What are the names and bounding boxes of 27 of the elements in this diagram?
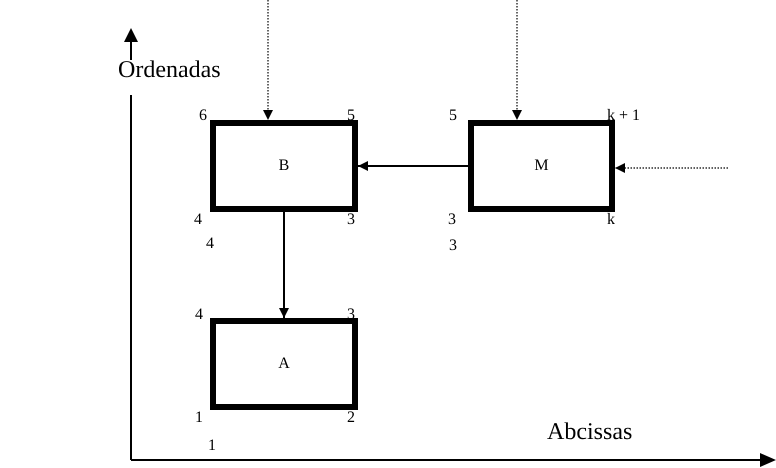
axis-label: Abcissas: [547, 420, 632, 444]
square-box: [210, 318, 358, 410]
box-label: B: [278, 158, 290, 174]
corner-number: 5: [347, 108, 355, 124]
corner-number: 1: [208, 438, 216, 454]
box-label: A: [278, 356, 290, 372]
square-box: [210, 120, 358, 212]
corner-number: 6: [199, 108, 207, 124]
square-box: [468, 120, 615, 212]
dotted-arrow: [512, 0, 522, 120]
corner-number: 5: [449, 108, 457, 124]
arrow: [279, 212, 289, 318]
corner-number: 3: [448, 212, 456, 228]
dotted-arrow: [615, 163, 728, 173]
corner-number: 4: [206, 236, 214, 252]
corner-number: 2: [347, 410, 355, 426]
corner-number: 4: [194, 212, 202, 228]
corner-number: k: [607, 212, 615, 228]
corner-number: 1: [195, 410, 203, 426]
dotted-arrow: [263, 0, 273, 120]
corner-number: 3: [449, 238, 457, 254]
axis-label: Ordenadas: [118, 58, 221, 82]
box-label: M: [534, 158, 549, 174]
arrow: [358, 161, 468, 171]
corner-number: 4: [195, 307, 203, 323]
corner-number: k + 1: [607, 108, 640, 124]
corner-number: 3: [347, 212, 355, 228]
